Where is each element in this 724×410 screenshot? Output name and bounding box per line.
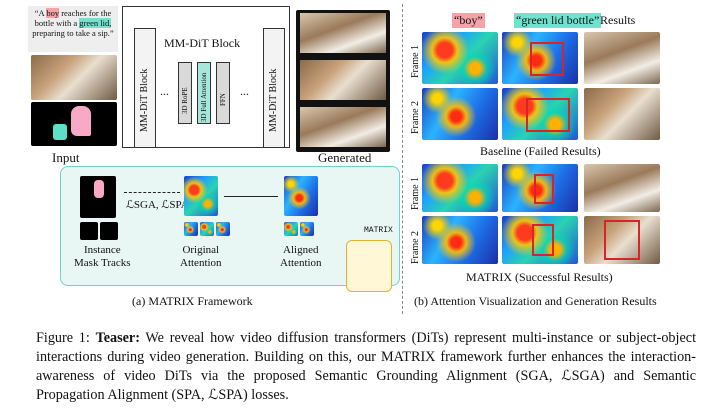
original-label: Original Attention (180, 244, 222, 269)
panel-divider (402, 4, 403, 314)
matrix-f1-boy (422, 164, 498, 212)
figure-caption-text: We reveal how video diffusion transforme… (36, 330, 697, 403)
rope-label: 3D RoPE (181, 87, 189, 114)
original-attention-small1 (184, 222, 198, 236)
rope-block (178, 62, 192, 124)
matrix-f2-bottle (502, 216, 578, 264)
baseline-caption: Baseline (Failed Results) (480, 144, 601, 158)
prompt-box: “A boy reaches for the bottle with a gre… (28, 6, 118, 52)
matrix-f2-result (584, 216, 660, 264)
original-attention (184, 176, 218, 216)
mmdit-title: MM-DiT Block (164, 36, 241, 50)
prompt-text: “A (34, 8, 47, 18)
mmdit-block-left-label: MM-DiT Block (139, 68, 150, 132)
matrix-mascot (346, 240, 392, 292)
aligned-label: Aligned Attention (280, 244, 322, 269)
input-label: Input (52, 150, 80, 165)
mmdit-block-right (263, 28, 285, 148)
aligned-attention-small2 (300, 222, 314, 236)
matrix-f1-result (584, 164, 660, 212)
aligned-attention (284, 176, 318, 216)
generated-label: Generated (318, 150, 372, 165)
mmdit-block-left (134, 28, 156, 148)
matrix-f1-bottle (502, 164, 578, 212)
dots-left: ... (160, 84, 169, 98)
instance-label: Instance Mask Tracks (74, 244, 131, 269)
prompt-green-lid: green lid, (79, 18, 112, 28)
mascot-text: MATRIX (364, 226, 393, 235)
baseline-f1-boy (422, 32, 498, 84)
baseline-frame2-label: Frame 2 (410, 100, 421, 134)
mask-track-small2 (100, 222, 118, 240)
loss-label: ℒSGA, ℒSPA (126, 199, 189, 211)
generated-stack (296, 10, 390, 152)
attention-block (197, 62, 211, 124)
baseline-f1-result (584, 32, 660, 84)
baseline-f1-bottle (502, 32, 578, 84)
matrix-f2-boy (422, 216, 498, 264)
left-panel-caption: (a) MATRIX Framework (132, 294, 253, 308)
ffn-label: FFN (219, 93, 227, 106)
prompt-boy: boy (46, 8, 60, 18)
right-panel-caption: (b) Attention Visualization and Generati… (414, 294, 657, 308)
matrix-frame2-label: Frame 2 (410, 230, 421, 264)
col-results: Results (600, 13, 636, 27)
loss-arrow (124, 192, 180, 193)
dots-right: ... (240, 84, 249, 98)
matrix-caption: MATRIX (Successful Results) (466, 270, 613, 284)
baseline-f2-bottle (502, 88, 578, 140)
mask-track-small1 (80, 222, 98, 240)
input-frame (31, 55, 117, 100)
col-bottle: “green lid bottle” (514, 13, 602, 28)
original-attention-small3 (216, 222, 230, 236)
figure-caption: Figure 1: Teaser: We reveal how video di… (36, 329, 696, 405)
figure-caption-bold: Teaser: (95, 330, 140, 346)
original-attention-small2 (200, 222, 214, 236)
ffn-block (216, 62, 230, 124)
attention-label: 3D Full Attention (200, 72, 208, 122)
mmdit-block-right-label: MM-DiT Block (268, 68, 279, 132)
align-arrow (224, 196, 278, 197)
baseline-frame1-label: Frame 1 (410, 44, 421, 78)
matrix-frame1-label: Frame 1 (410, 176, 421, 210)
baseline-f2-result (584, 88, 660, 140)
col-boy: “boy” (452, 13, 485, 28)
baseline-f2-boy (422, 88, 498, 140)
aligned-attention-small1 (284, 222, 298, 236)
input-mask (31, 102, 117, 146)
mask-track-main (80, 176, 116, 218)
figure-caption-prefix: Figure 1: (36, 330, 96, 346)
